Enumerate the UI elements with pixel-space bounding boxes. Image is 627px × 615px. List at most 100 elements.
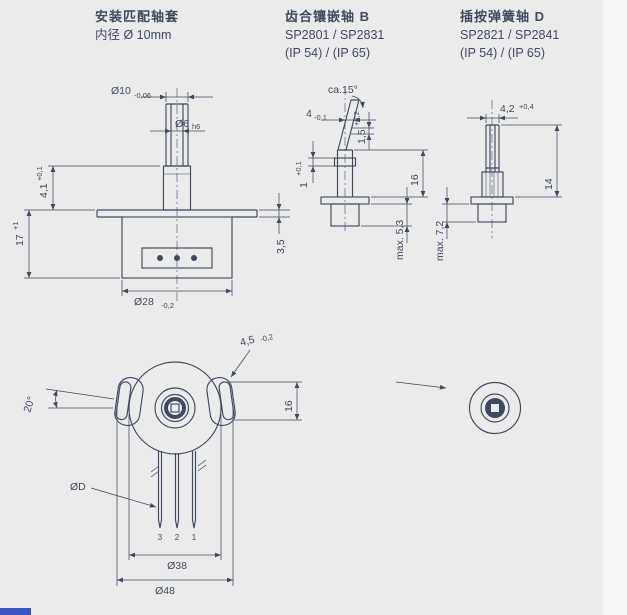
- bezel-circle: [154, 387, 196, 429]
- extension-line: [308, 157, 334, 167]
- extension-line: [228, 381, 302, 421]
- dim-label-max-7-2: max. 7,2: [434, 221, 446, 261]
- dim-label-16-b: 16: [409, 174, 421, 186]
- dim-dia38: Ø38: [128, 414, 222, 572]
- header-axis-b-title: 齿合镶嵌轴 B: [285, 9, 371, 24]
- dim-label-16-slot: 16: [283, 400, 295, 412]
- dim-tol-4-5: -0,2: [259, 332, 274, 344]
- dim-label-1: 1: [298, 182, 310, 188]
- dim-label-4-5: 4,5: [239, 334, 256, 349]
- dim-16-slot: 16: [228, 381, 302, 421]
- dim-3-5: 3,5: [259, 193, 290, 254]
- hub-circle: [160, 393, 190, 423]
- extension-line: [354, 149, 428, 198]
- dim-max-7-2: max. 7,2: [434, 187, 476, 261]
- angle-arc: [52, 389, 58, 409]
- dim-14: 14: [501, 124, 562, 198]
- header-axis-b-ip: (IP 54) / (IP 65): [285, 46, 370, 60]
- view-front: 3 2 1 20° 4,5 -0,2 16 ØD: [21, 332, 302, 597]
- view-side-sleeve: Ø10 -0,06 Ø6 h6 4,1 +0,1 17 +1: [11, 85, 290, 310]
- shaft-ring: [164, 397, 186, 419]
- dim-label-20: 20°: [21, 395, 37, 414]
- header-sleeve: 安装匹配轴套 内径 Ø 10mm: [95, 8, 179, 44]
- extension-line: [128, 414, 222, 560]
- extension-line: [24, 165, 160, 211]
- body-outline: [121, 216, 233, 279]
- dim-dia10: Ø10 -0,06: [111, 85, 213, 102]
- dim-1-5: 1,5 +0,2: [351, 111, 374, 150]
- dim-tol-4-2: +0,4: [519, 102, 534, 111]
- knurl-hatch: [485, 172, 499, 197]
- dim-4: 4 -0,1: [306, 108, 376, 123]
- dim-pin-diameter: ØD: [70, 481, 157, 508]
- rear-hub-circle: [480, 393, 510, 423]
- ear-outline: [206, 377, 236, 427]
- view-axis-b: ca.15° 4 -0,1 1,5 +0,2: [294, 84, 428, 260]
- dim-label-3-5: 3,5: [275, 239, 287, 254]
- terminal-dot: [191, 255, 197, 261]
- dim-label-dia6: Ø6: [175, 118, 189, 130]
- body-outline: [477, 203, 507, 223]
- dim-tol-4-1: +0,1: [35, 166, 44, 181]
- dim-1: 1 +0,1: [294, 141, 334, 188]
- dim-tol-4: -0,1: [314, 113, 327, 122]
- ear-outline: [114, 377, 144, 427]
- square-drive-hole: [170, 403, 180, 413]
- dim-label-dia10: Ø10: [111, 85, 131, 97]
- knurl-outline: [481, 171, 504, 198]
- leader-line: [230, 349, 251, 378]
- dim-angle-20: 20°: [21, 388, 115, 414]
- extension-line: [116, 406, 234, 586]
- dim-angle-15: ca.15°: [328, 84, 365, 109]
- extension-line: [485, 114, 500, 123]
- dim-label-ca15: ca.15°: [328, 84, 358, 96]
- dim-label-max-5-3: max. 5,3: [394, 220, 406, 260]
- pin-3: [157, 451, 163, 529]
- scan-artifact-blue: [0, 608, 31, 615]
- dim-tol-1-5: +0,2: [352, 111, 361, 126]
- rear-outer-circle: [468, 381, 522, 435]
- collar-outline: [333, 157, 357, 167]
- dim-label-4-1: 4,1: [38, 183, 50, 198]
- rear-square-hole: [490, 403, 500, 413]
- header-axis-d-title: 插按弹簧轴 D: [460, 9, 546, 24]
- pin-label-3: 3: [158, 533, 163, 542]
- dim-label-dia48: Ø48: [155, 585, 175, 597]
- extension-line: [501, 124, 562, 198]
- bushing-outline: [330, 203, 360, 227]
- dim-17: 17 +1: [11, 210, 120, 279]
- header-sleeve-title: 安装匹配轴套: [95, 9, 180, 24]
- dim-dia28: Ø28 -0,2: [121, 280, 233, 310]
- dim-tol-dia6: h6: [192, 122, 200, 131]
- dim-max-5-3: max. 5,3: [361, 187, 412, 260]
- terminal-dot: [157, 255, 163, 261]
- dim-label-4-2: 4,2: [500, 103, 515, 115]
- leader-line: [351, 95, 365, 109]
- dim-label-4: 4: [306, 108, 312, 120]
- dim-label-dia38: Ø38: [167, 560, 187, 572]
- dim-tol-1: +0,1: [294, 161, 303, 176]
- header-axis-d-ip: (IP 54) / (IP 65): [460, 46, 545, 60]
- header-axis-d: 插按弹簧轴 D SP2821 / SP2841 (IP 54) / (IP 65…: [460, 8, 559, 62]
- header-axis-d-model: SP2821 / SP2841: [460, 28, 560, 42]
- shaft-outline: [165, 103, 189, 167]
- pin-1: [191, 451, 197, 529]
- flange-outline: [96, 209, 258, 218]
- dim-dia6: Ø6 h6: [150, 118, 205, 134]
- dim-label-dia28: Ø28: [134, 296, 154, 308]
- body-circle: [128, 361, 222, 455]
- pin-label-2: 2: [175, 533, 180, 542]
- dim-label-17: 17: [14, 234, 26, 246]
- view-axis-d: 4,2 +0,4 14 max. 7,2: [434, 100, 562, 261]
- dim-4-5: 4,5 -0,2: [230, 332, 274, 378]
- terminal-dot: [174, 255, 180, 261]
- page-right-margin: [603, 0, 627, 615]
- dim-label-14: 14: [543, 178, 555, 190]
- pin-2: [174, 453, 180, 529]
- connector-pins: 3 2 1: [150, 451, 207, 542]
- dim-label-pin-dia: ØD: [70, 481, 86, 493]
- header-axis-b-model: SP2801 / SP2831: [285, 28, 385, 42]
- view-rear: [395, 381, 522, 435]
- dim-dia48: Ø48: [116, 406, 234, 597]
